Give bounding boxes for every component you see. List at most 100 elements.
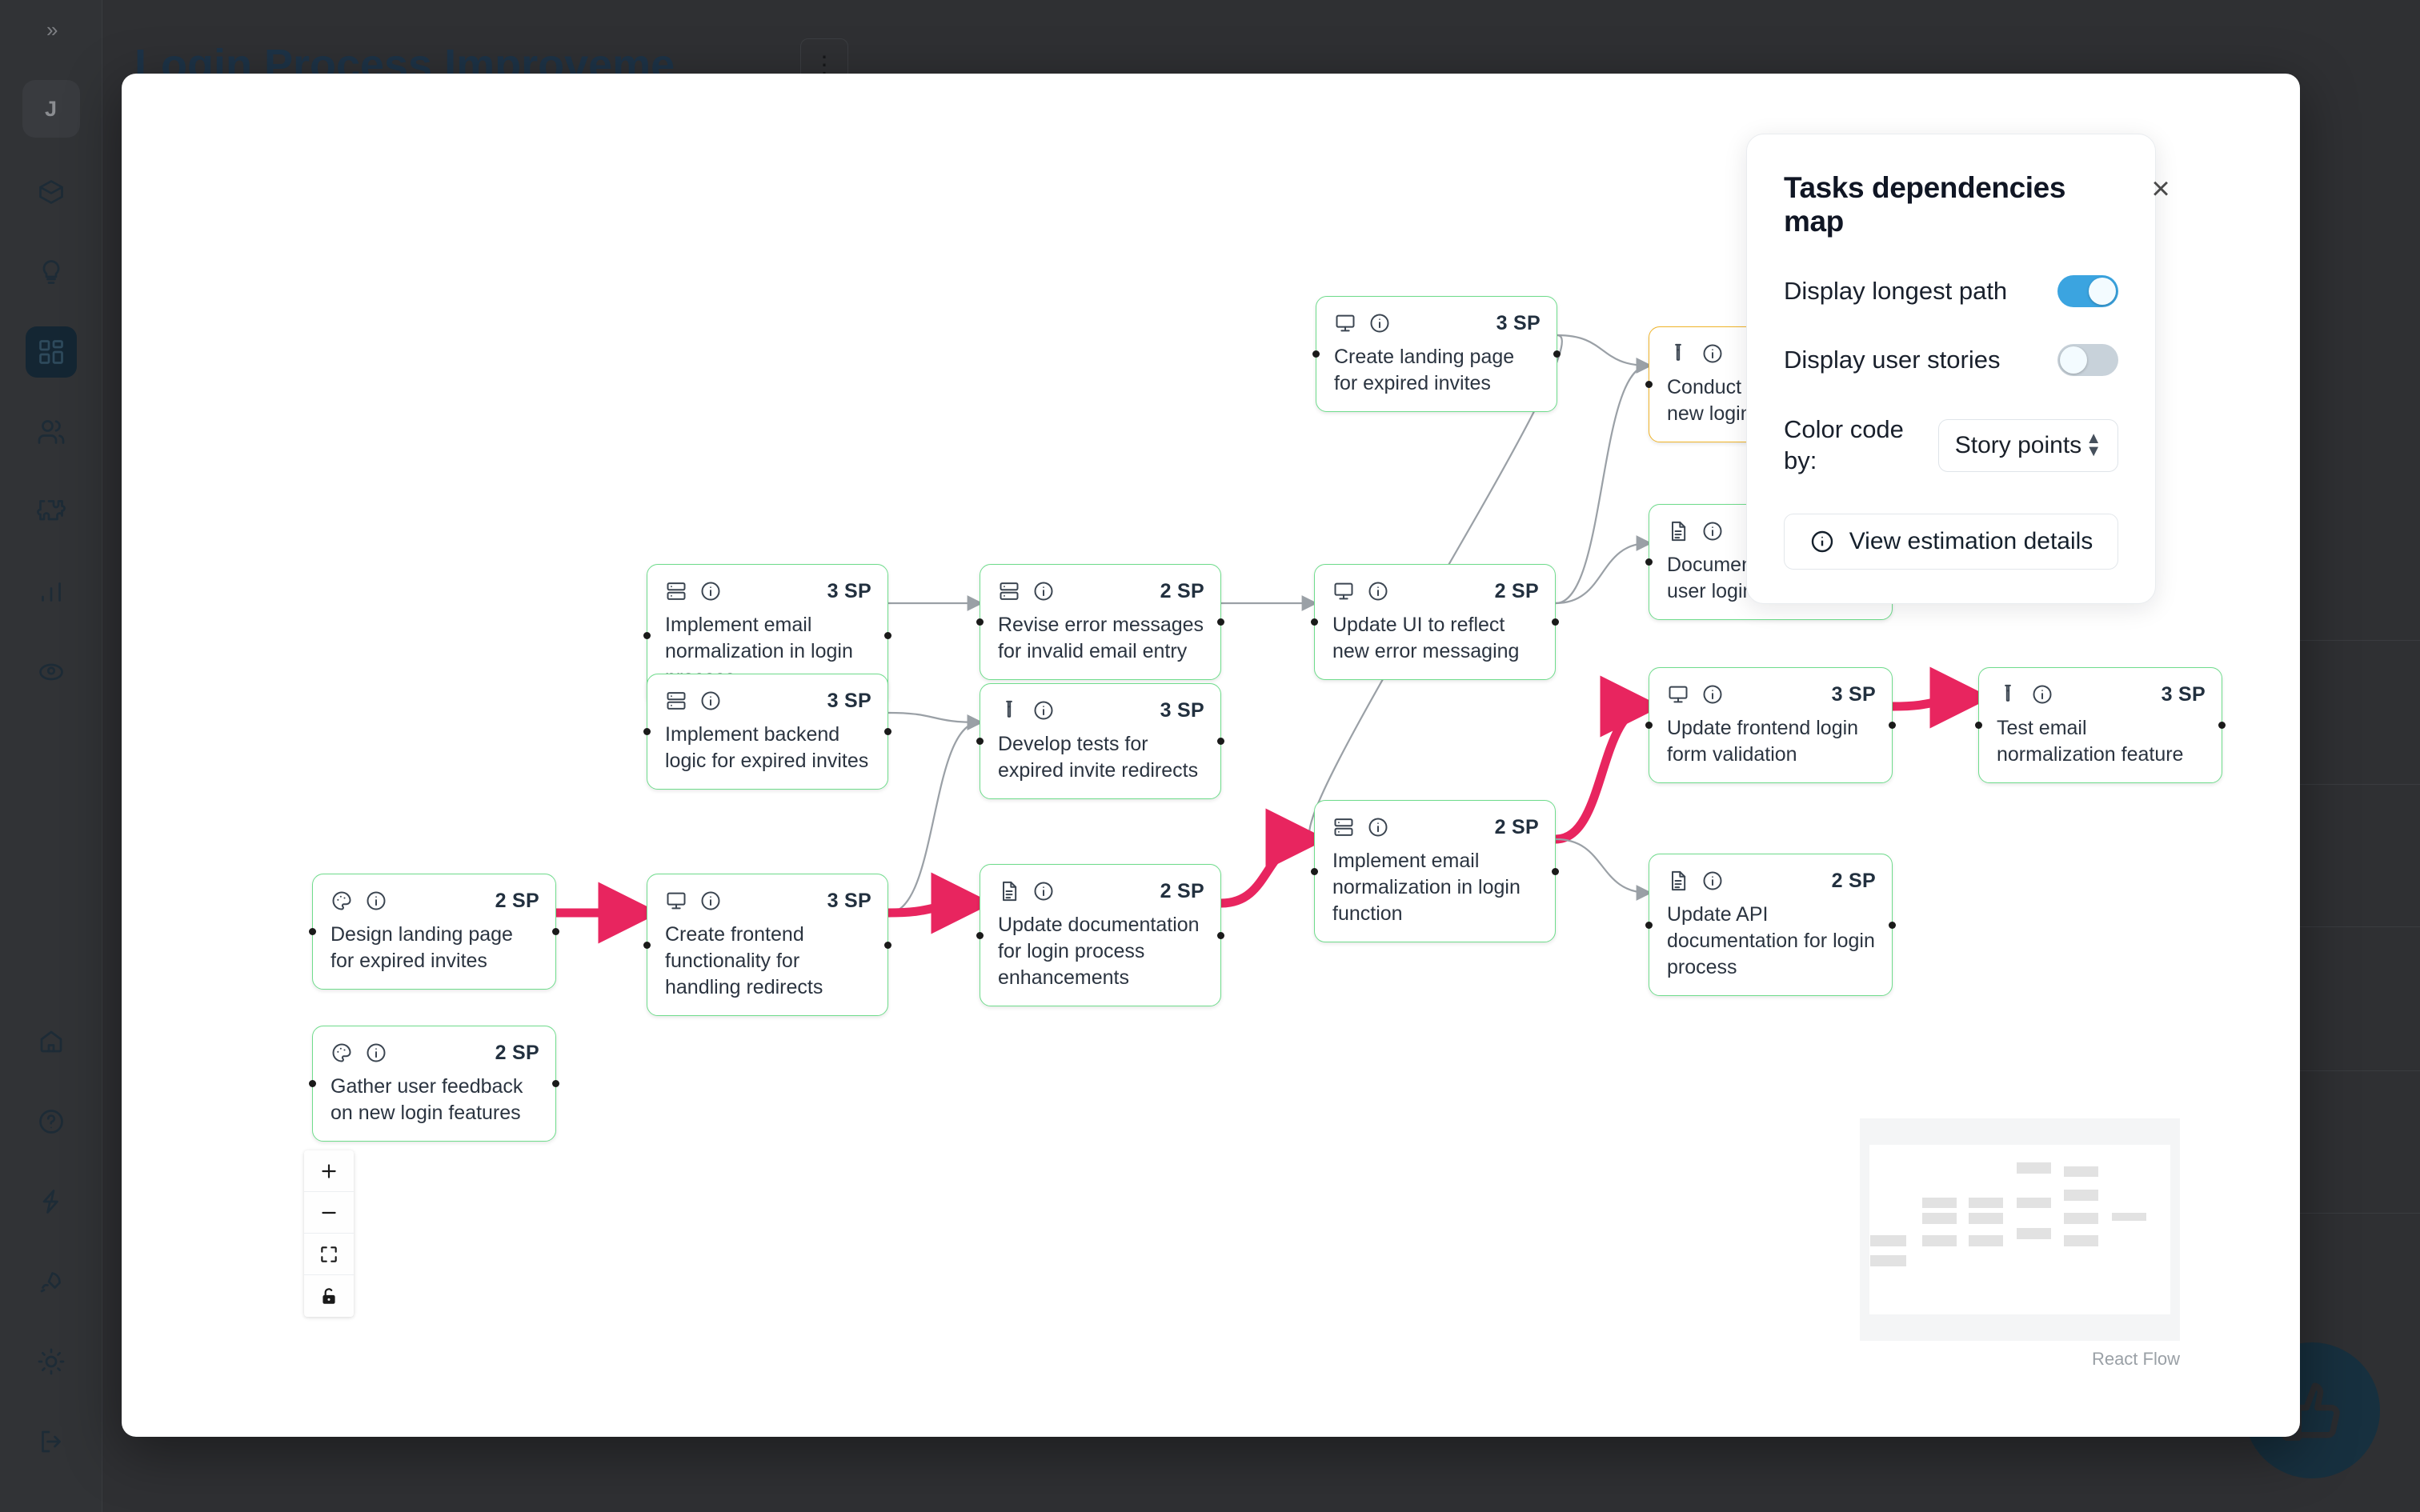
close-icon[interactable]: ×	[2151, 170, 2170, 206]
node-handle-left[interactable]	[1645, 381, 1653, 388]
task-node[interactable]: 3 SP Update frontend login form validatio…	[1645, 667, 1896, 783]
edge	[887, 714, 984, 914]
node-handle-right[interactable]	[552, 928, 559, 935]
node-handle-left[interactable]	[976, 618, 984, 626]
node-header: 3 SP	[1667, 681, 1876, 708]
info-icon	[701, 691, 720, 710]
node-handle-left[interactable]	[1645, 558, 1653, 566]
node-handle-right[interactable]	[1889, 921, 1896, 929]
story-points-badge: 3 SP	[2161, 682, 2206, 706]
story-points-badge: 2 SP	[1160, 879, 1204, 902]
node-header: 2 SP	[1332, 814, 1539, 841]
task-node[interactable]: 3 SP Test email normalization feature	[1975, 667, 2226, 783]
minimap-node	[1969, 1212, 2004, 1224]
story-points-badge: 3 SP	[1496, 311, 1541, 334]
node-handle-left[interactable]	[1311, 618, 1318, 626]
sidebar-item-account[interactable]	[26, 646, 77, 698]
node-title: Update frontend login form validation	[1667, 717, 1859, 766]
node-icon-group	[1667, 683, 1724, 706]
node-handle-left[interactable]	[1312, 350, 1320, 358]
node-handle-left[interactable]	[1311, 867, 1318, 875]
sidebar-item-reports[interactable]	[26, 566, 77, 618]
node-handle-left[interactable]	[643, 941, 651, 949]
node-handle-right[interactable]	[1217, 738, 1224, 745]
node-handle-left[interactable]	[309, 928, 316, 935]
node-handle-right[interactable]	[884, 941, 891, 949]
info-icon	[1811, 530, 1833, 552]
sidebar-item-people[interactable]	[26, 406, 77, 458]
node-title: Gather user feedback on new login featur…	[331, 1075, 523, 1124]
node-handle-left[interactable]	[976, 931, 984, 939]
monitor-icon	[1334, 582, 1353, 600]
node-handle-right[interactable]	[884, 631, 891, 639]
node-handle-right[interactable]	[1552, 618, 1559, 626]
node-handle-right[interactable]	[1217, 618, 1224, 626]
node-handle-left[interactable]	[1645, 921, 1653, 929]
sidebar-item-launch[interactable]	[26, 1256, 77, 1307]
sidebar-item-box[interactable]	[26, 166, 77, 218]
node-header: 3 SP	[665, 887, 871, 914]
color-code-select[interactable]: Story points ▲▼	[1937, 418, 2118, 472]
sidebar-item-theme[interactable]	[26, 1336, 77, 1387]
minimap-viewport	[1869, 1145, 2170, 1314]
node-handle-left[interactable]	[643, 728, 651, 735]
node-handle-right[interactable]	[1217, 931, 1224, 939]
node-handle-left[interactable]	[643, 631, 651, 639]
node-handle-left[interactable]	[976, 738, 984, 745]
story-points-badge: 2 SP	[1160, 579, 1204, 602]
sidebar-item-help[interactable]	[26, 1096, 77, 1147]
test-tube-icon	[2005, 684, 2011, 702]
minimap-node	[2063, 1190, 2098, 1201]
minimap[interactable]	[1860, 1118, 2180, 1341]
lock-toggle-button[interactable]	[304, 1275, 354, 1317]
user-stories-toggle[interactable]	[2057, 344, 2118, 376]
color-code-row: Color code by: Story points ▲▼	[1784, 414, 2118, 477]
node-handle-left[interactable]	[1975, 722, 1982, 729]
info-icon	[1368, 818, 1388, 837]
sidebar-item-insights[interactable]	[26, 246, 77, 298]
sidebar-item-logout[interactable]	[26, 1416, 77, 1467]
node-handle-right[interactable]	[1553, 350, 1561, 358]
sidebar-item-integrations[interactable]	[26, 486, 77, 538]
node-handle-left[interactable]	[309, 1080, 316, 1087]
fit-view-button[interactable]	[304, 1234, 354, 1275]
node-handle-right[interactable]	[1552, 867, 1559, 875]
minimap-node	[2017, 1227, 2052, 1239]
node-handle-right[interactable]	[884, 728, 891, 735]
node-title: Test email normalization feature	[1997, 717, 2184, 766]
sidebar-item-automations[interactable]	[26, 1176, 77, 1227]
sidebar-item-boards[interactable]	[25, 326, 77, 378]
sidebar-collapse-icon[interactable]: »	[46, 18, 58, 42]
zoom-out-button[interactable]	[304, 1192, 354, 1234]
edge	[887, 711, 984, 730]
node-handle-right[interactable]	[1889, 722, 1896, 729]
avatar[interactable]: J	[22, 80, 80, 138]
zoom-in-button[interactable]	[304, 1150, 354, 1192]
view-estimation-details-button[interactable]: View estimation details	[1784, 513, 2118, 570]
story-points-badge: 3 SP	[827, 579, 871, 602]
longest-path-toggle[interactable]	[2057, 275, 2118, 307]
server-icon	[667, 692, 686, 710]
page-kebab-menu[interactable]: ⋮	[800, 38, 848, 93]
node-header: 2 SP	[1332, 578, 1539, 605]
minimap-node	[2063, 1212, 2098, 1224]
node-handle-left[interactable]	[1645, 722, 1653, 729]
node-icon-group	[665, 690, 722, 712]
sidebar-item-home[interactable]	[26, 1016, 77, 1067]
node-icon-group	[1332, 816, 1389, 838]
node-icon-group	[331, 1042, 387, 1064]
node-handle-right[interactable]	[552, 1080, 559, 1087]
node-handle-right[interactable]	[2218, 722, 2226, 729]
